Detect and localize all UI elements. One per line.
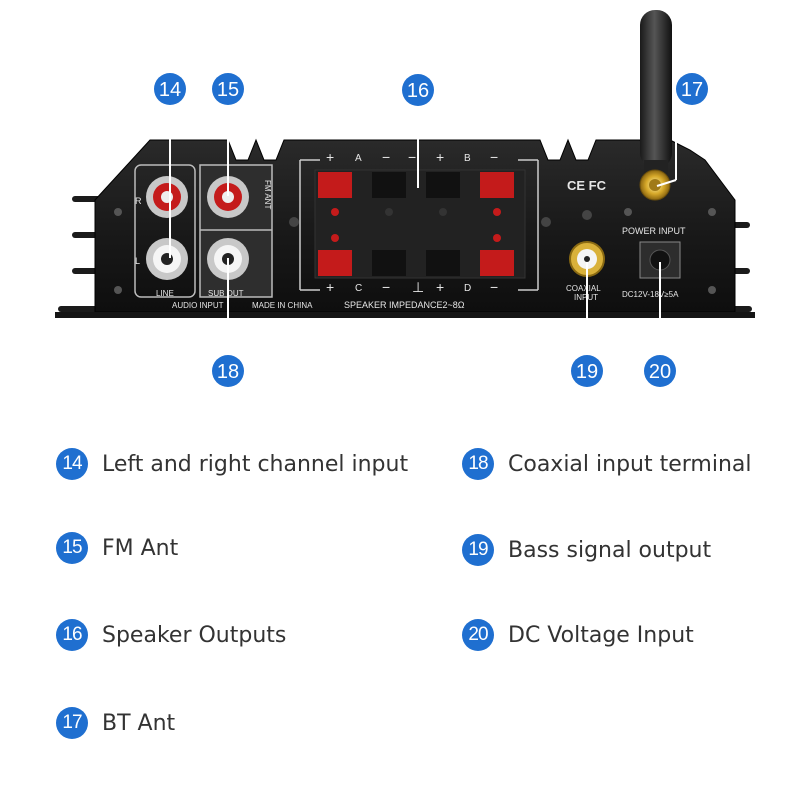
legend-number-badge: 15 bbox=[56, 532, 88, 564]
legend-number-badge: 18 bbox=[462, 448, 494, 480]
term-minus-b: − bbox=[408, 149, 416, 165]
legend-item: 20 DC Voltage Input bbox=[462, 617, 694, 653]
term-plus-d: + bbox=[436, 279, 444, 295]
made-in-label: MADE IN CHINA bbox=[252, 301, 313, 310]
legend-label: BT Ant bbox=[102, 710, 176, 736]
term-b-label: B bbox=[464, 153, 471, 164]
legend-number-badge: 14 bbox=[56, 448, 88, 480]
legend-number-badge: 20 bbox=[462, 619, 494, 651]
legend-number-badge: 17 bbox=[56, 707, 88, 739]
term-plus-c: + bbox=[326, 279, 334, 295]
term-minus-b2: − bbox=[490, 149, 498, 165]
speaker-impedance-label: SPEAKER IMPEDANCE2~8Ω bbox=[344, 300, 465, 310]
svg-text:15: 15 bbox=[217, 79, 239, 101]
svg-text:16: 16 bbox=[407, 80, 429, 102]
channel-r-label: R bbox=[135, 196, 142, 206]
svg-text:18: 18 bbox=[217, 361, 239, 383]
sub-out-label: SUB OUT bbox=[208, 289, 244, 298]
ce-fc-mark: CE FC bbox=[567, 178, 607, 193]
svg-text:17: 17 bbox=[681, 79, 703, 101]
term-d-label: D bbox=[464, 283, 471, 294]
line-label: LINE bbox=[156, 289, 174, 298]
term-minus-d: − bbox=[490, 279, 498, 295]
callout-19: 19 bbox=[571, 355, 603, 387]
legend-label: FM Ant bbox=[102, 535, 179, 561]
callout-14: 14 bbox=[154, 73, 186, 105]
legend-label: DC Voltage Input bbox=[508, 622, 694, 648]
term-c-label: C bbox=[355, 283, 362, 294]
legend-number-badge: 19 bbox=[462, 534, 494, 566]
term-minus-a: − bbox=[382, 149, 390, 165]
callout-lines bbox=[169, 96, 677, 356]
coaxial-label-1: COAXIAL bbox=[566, 284, 601, 293]
callout-20: 20 bbox=[644, 355, 676, 387]
term-plus-b: + bbox=[436, 149, 444, 165]
callout-17: 17 bbox=[676, 73, 708, 105]
callout-18: 18 bbox=[212, 355, 244, 387]
svg-text:14: 14 bbox=[159, 79, 181, 101]
legend-item: 14 Left and right channel input bbox=[56, 446, 408, 482]
legend-label: Coaxial input terminal bbox=[508, 451, 752, 477]
bt-antenna bbox=[639, 10, 672, 201]
line-input-jacks bbox=[134, 164, 273, 298]
fm-ant-label: FM ANT bbox=[263, 180, 272, 209]
legend-label: Left and right channel input bbox=[102, 451, 409, 477]
term-minus-c: − bbox=[382, 279, 390, 295]
legend-item: 18 Coaxial input terminal bbox=[462, 446, 752, 482]
legend-number-badge: 16 bbox=[56, 619, 88, 651]
legend-item: 17 BT Ant bbox=[56, 705, 175, 741]
callout-16: 16 bbox=[402, 74, 434, 106]
speaker-terminal-block bbox=[289, 159, 551, 291]
audio-input-label: AUDIO INPUT bbox=[172, 301, 224, 310]
svg-text:20: 20 bbox=[649, 361, 671, 383]
legend-item: 15 FM Ant bbox=[56, 530, 178, 566]
term-plus-a: + bbox=[326, 149, 334, 165]
term-ground: ⊥ bbox=[412, 279, 424, 295]
power-input-label: POWER INPUT bbox=[622, 226, 686, 236]
legend-label: Bass signal output bbox=[508, 537, 712, 563]
legend: 14 Left and right channel input 15 FM An… bbox=[0, 420, 800, 800]
legend-item: 16 Speaker Outputs bbox=[56, 617, 286, 653]
term-a-label: A bbox=[355, 153, 362, 164]
legend-label: Speaker Outputs bbox=[102, 622, 287, 648]
amplifier-rear-panel-illustration: R L LINE SUB OUT FM ANT AUDIO INPUT MADE… bbox=[55, 10, 755, 387]
channel-l-label: L bbox=[135, 256, 140, 266]
callout-15: 15 bbox=[212, 73, 244, 105]
dc-rating-label: DC12V-18V≥5A bbox=[622, 290, 679, 299]
svg-text:19: 19 bbox=[576, 361, 598, 383]
legend-item: 19 Bass signal output bbox=[462, 532, 711, 568]
